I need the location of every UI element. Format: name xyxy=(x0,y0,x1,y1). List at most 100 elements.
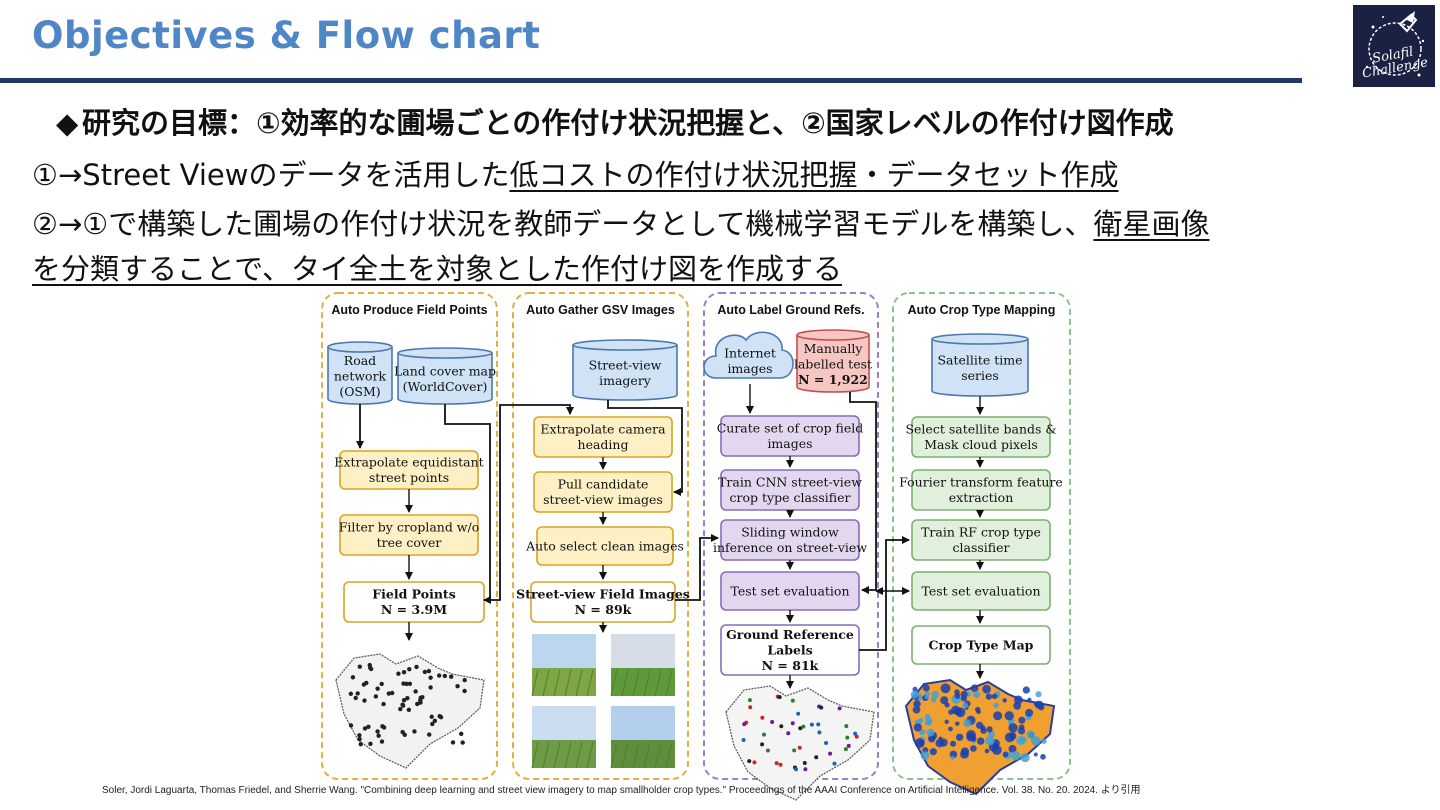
objective-1: ①→Street Viewのデータを活用した低コストの作付け状況把握・データセッ… xyxy=(32,158,1119,192)
street-view-photo-1-field xyxy=(532,668,596,696)
map-dot xyxy=(790,721,795,726)
street-view-photo-1-rows xyxy=(531,669,539,697)
map-dot xyxy=(846,743,851,748)
map-cluster xyxy=(1025,708,1034,717)
column-frame xyxy=(703,292,879,780)
map-dot xyxy=(436,673,442,678)
map-dot xyxy=(748,705,753,710)
map-cluster xyxy=(963,719,972,727)
map-dot xyxy=(366,724,371,730)
map-cluster xyxy=(955,721,960,726)
map-cluster xyxy=(1033,752,1038,757)
map-dot xyxy=(375,729,380,734)
map-cluster xyxy=(975,721,984,729)
map-dot xyxy=(358,742,363,747)
map-dot xyxy=(442,673,448,679)
map-cluster xyxy=(926,728,935,737)
map-dot xyxy=(760,715,765,720)
map-cluster xyxy=(973,690,981,698)
map-dot xyxy=(420,694,425,700)
street-view-photo-3-rows xyxy=(564,741,572,769)
map-dot xyxy=(379,739,385,744)
arrow xyxy=(849,392,877,594)
map-dot xyxy=(355,691,360,696)
map-dot xyxy=(413,689,418,694)
map-dot xyxy=(802,760,807,765)
map-cluster xyxy=(919,729,926,736)
internet-cloud-icon xyxy=(703,331,794,379)
street-view-photo-1-rows xyxy=(542,669,550,697)
map-dot xyxy=(427,732,432,737)
map-cluster xyxy=(991,693,998,700)
street-view-photo-2-rows xyxy=(621,669,629,697)
street-view-photo-3-rows xyxy=(542,741,550,769)
map-cluster xyxy=(1022,686,1030,694)
map-dot xyxy=(752,760,757,765)
street-view-photo-2-field xyxy=(611,668,675,696)
map-cluster xyxy=(1018,724,1025,731)
map-cluster xyxy=(922,684,930,692)
map-cluster xyxy=(935,739,944,748)
map-dot xyxy=(348,691,354,696)
map-dot xyxy=(376,733,381,738)
map-dot xyxy=(792,748,797,753)
objective-1-highlight: 低コストの作付け状況把握・データセット作成 xyxy=(509,158,1119,192)
street-view-photo-4-rows xyxy=(654,741,662,769)
rocket-icon xyxy=(1365,11,1425,77)
street-view-photo-2-rows xyxy=(665,669,673,697)
map-cluster xyxy=(976,737,985,745)
map-dot xyxy=(428,685,433,690)
map-dot xyxy=(803,767,808,772)
map-dot xyxy=(407,666,412,672)
map-cluster xyxy=(1018,716,1026,724)
map-cluster xyxy=(913,723,922,732)
process-label: Test set evaluation xyxy=(731,583,850,598)
map-dot xyxy=(401,670,407,675)
map-cluster xyxy=(985,693,993,700)
map-cluster xyxy=(925,717,933,725)
map-cluster xyxy=(993,711,1003,721)
map-dot xyxy=(779,724,784,729)
arrow xyxy=(607,400,683,496)
process-box xyxy=(911,625,1051,665)
objective-2-highlight-cont: を分類することで、タイ全土を対象とした作付け図を作成する xyxy=(32,252,842,286)
map-cluster xyxy=(1040,754,1046,760)
map-dot xyxy=(462,688,467,694)
map-dot xyxy=(853,731,858,736)
map-dot xyxy=(422,669,428,675)
column-title: Auto Gather GSV Images xyxy=(526,303,675,317)
street-view-photo-3-rows xyxy=(531,741,539,769)
map-cluster xyxy=(955,733,964,741)
map-dot xyxy=(459,731,464,737)
map-dot xyxy=(747,759,752,764)
map-dot xyxy=(837,706,842,711)
map-dot xyxy=(437,714,442,719)
map-cluster xyxy=(912,705,921,714)
map-cluster xyxy=(986,726,993,733)
map-dot xyxy=(412,729,417,734)
column-title: Auto Crop Type Mapping xyxy=(908,303,1056,317)
map-dot xyxy=(462,677,467,683)
map-dot xyxy=(450,740,456,745)
map-cluster xyxy=(929,748,937,756)
map-dot xyxy=(379,681,384,687)
map-cluster xyxy=(1002,698,1007,703)
map-dot xyxy=(845,735,850,740)
map-dot xyxy=(362,726,368,731)
map-cluster xyxy=(920,751,930,761)
street-view-photo-4-rows xyxy=(665,741,673,769)
map-dot xyxy=(368,741,373,747)
street-view-photo-2-rows xyxy=(643,669,651,697)
column-title: Auto Label Ground Refs. xyxy=(717,303,864,317)
map-dot xyxy=(832,761,837,766)
map-cluster xyxy=(1008,723,1018,733)
street-view-photo-3-rows xyxy=(586,741,594,769)
source-land-cover-label: Land cover map(WorldCover) xyxy=(394,364,496,395)
street-view-photo-2-rows xyxy=(632,669,640,697)
map-dot xyxy=(428,675,433,680)
